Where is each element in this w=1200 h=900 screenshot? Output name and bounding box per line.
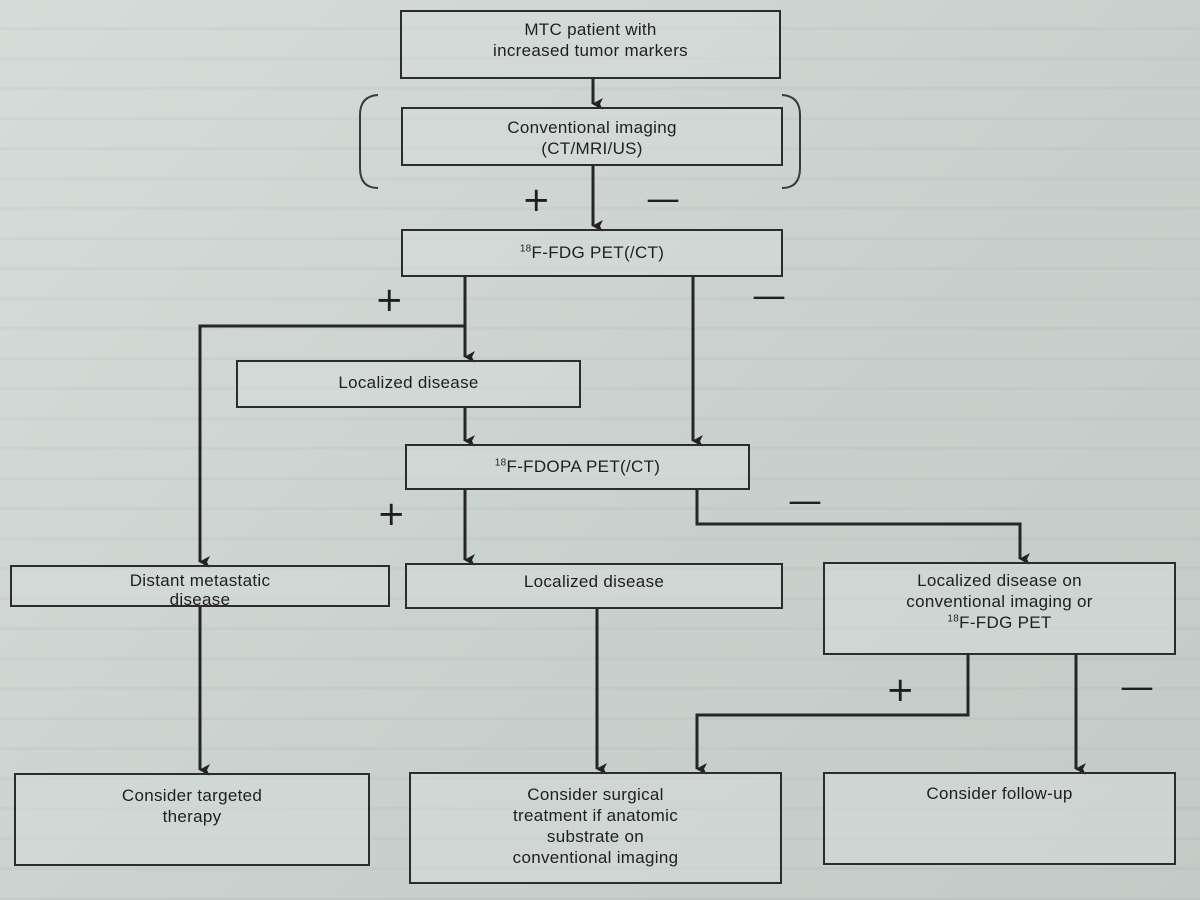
start-node: MTC patient with increased tumor markers <box>400 10 781 79</box>
left-bracket <box>359 94 379 189</box>
fdopa-isotope-superscript: 18 <box>494 457 507 469</box>
localized-2-label: Localized disease <box>523 572 665 591</box>
plus-sign-fdg: + <box>375 280 404 320</box>
fdopa-pet-label: 18F-FDOPA PET(/CT) <box>495 456 660 477</box>
surgical-line-1: Consider surgical <box>527 785 664 804</box>
localized-conv-superscript: 18 <box>947 613 960 625</box>
targeted-line-1: Consider targeted <box>121 786 263 805</box>
localized-1-label: Localized disease <box>338 373 479 392</box>
localized-conv-line-2: conventional imaging or <box>906 592 1093 611</box>
minus-sign-conventional: — <box>1120 667 1154 707</box>
surgical-line-4: conventional imaging <box>512 848 679 867</box>
distant-line-1: Distant metastatic <box>129 571 271 590</box>
surgical-treatment-node: Consider surgical treatment if anatomic … <box>409 772 782 884</box>
fdopa-pet-node: 18F-FDOPA PET(/CT) <box>405 444 750 490</box>
follow-up-node: Consider follow-up <box>823 772 1176 865</box>
fdg-pet-text: F-FDG PET(/CT) <box>531 243 665 262</box>
distant-line-2: disease <box>169 590 231 609</box>
localized-conv-line-3: 18F-FDG PET <box>947 612 1051 633</box>
connector-fdopa-minus <box>695 490 1030 565</box>
localized-conv-text: F-FDG PET <box>959 613 1052 632</box>
targeted-line-2: therapy <box>162 807 222 826</box>
fdg-pet-node: 18F-FDG PET(/CT) <box>401 229 783 277</box>
fdg-isotope-superscript: 18 <box>519 243 532 255</box>
localized-disease-node-2: Localized disease <box>405 563 783 609</box>
localized-disease-node-1: Localized disease <box>236 360 581 408</box>
distant-metastatic-node: Distant metastatic disease <box>10 565 390 609</box>
fdg-pet-label: 18F-FDG PET(/CT) <box>520 242 664 263</box>
connector-fdg-plus <box>198 277 467 568</box>
imaging-line-1: Conventional imaging <box>507 118 677 137</box>
fdopa-pet-text: F-FDOPA PET(/CT) <box>506 457 661 476</box>
surgical-line-2: treatment if anatomic <box>512 806 679 825</box>
minus-sign-imaging: — <box>646 179 680 219</box>
follow-up-label: Consider follow-up <box>926 784 1073 803</box>
right-bracket <box>781 94 801 189</box>
conventional-imaging-node: Conventional imaging (CT/MRI/US) <box>401 107 783 166</box>
start-line-2: increased tumor markers <box>493 41 688 60</box>
plus-sign-conventional: + <box>886 670 915 710</box>
plus-sign-fdopa: + <box>377 494 406 534</box>
minus-sign-fdopa: — <box>788 481 822 521</box>
plus-sign-imaging: + <box>522 180 551 220</box>
localized-conventional-node: Localized disease on conventional imagin… <box>823 562 1176 655</box>
localized-conv-line-1: Localized disease on <box>917 571 1082 590</box>
surgical-line-3: substrate on <box>546 827 645 846</box>
targeted-therapy-node: Consider targeted therapy <box>14 773 370 866</box>
minus-sign-fdg: — <box>752 276 786 316</box>
imaging-line-2: (CT/MRI/US) <box>541 139 643 158</box>
connector-conventional-plus <box>695 655 970 775</box>
start-line-1: MTC patient with <box>524 20 657 39</box>
